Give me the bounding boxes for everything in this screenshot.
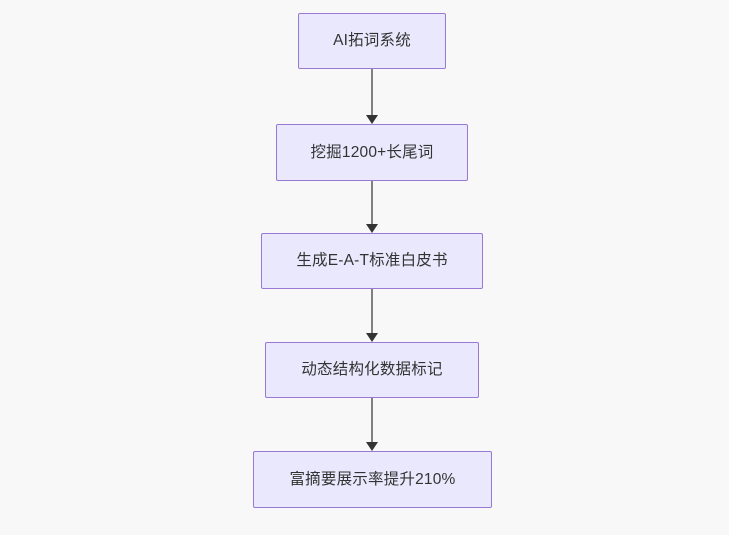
edge-arrowhead-icon: [366, 333, 378, 342]
edge-line: [371, 69, 373, 115]
node-label: 生成E-A-T标准白皮书: [296, 252, 448, 270]
edge-line: [371, 289, 373, 333]
flowchart-node-rich-snippet-impression-uplift[interactable]: 富摘要展示率提升210%: [253, 451, 492, 508]
flowchart-node-mine-longtail-keywords[interactable]: 挖掘1200+长尾词: [276, 124, 468, 181]
edge-line: [371, 181, 373, 224]
flowchart-node-generate-eat-whitepaper[interactable]: 生成E-A-T标准白皮书: [261, 233, 483, 289]
node-label: 动态结构化数据标记: [301, 361, 443, 379]
flowchart-node-dynamic-structured-data-markup[interactable]: 动态结构化数据标记: [265, 342, 479, 398]
node-label: 挖掘1200+长尾词: [310, 143, 434, 161]
edge-arrowhead-icon: [366, 442, 378, 451]
node-label: 富摘要展示率提升210%: [289, 470, 456, 488]
edge-arrowhead-icon: [366, 224, 378, 233]
flowchart-edge-n2-n3: [361, 181, 383, 233]
flowchart-edge-n1-n2: [361, 69, 383, 124]
edge-line: [371, 398, 373, 442]
node-label: AI拓词系统: [333, 32, 411, 50]
flowchart-edge-n4-n5: [361, 398, 383, 451]
edge-arrowhead-icon: [366, 115, 378, 124]
flowchart-node-ai-keyword-system[interactable]: AI拓词系统: [298, 13, 446, 69]
flowchart-edge-n3-n4: [361, 289, 383, 342]
